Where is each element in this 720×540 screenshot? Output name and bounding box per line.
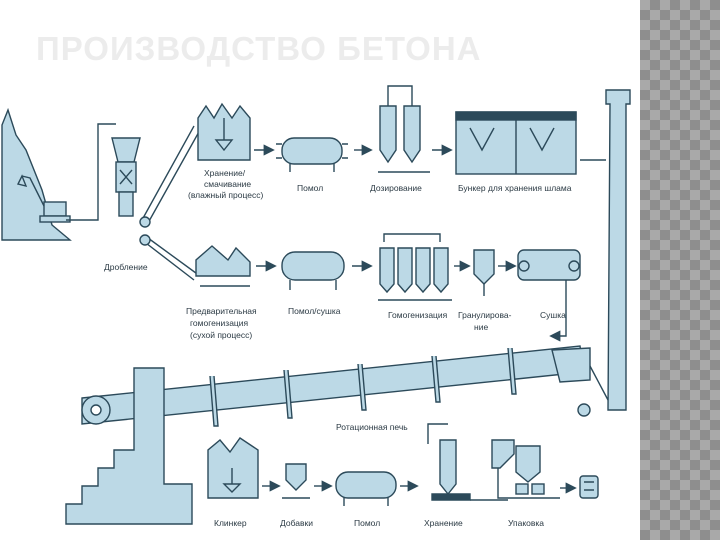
label-prehomogenization-3: (сухой процесс) (190, 330, 252, 340)
wet-storage-icon (197, 102, 251, 161)
label-grinding-2: Помол (354, 518, 380, 528)
homogenization-silos-icon (378, 233, 452, 301)
label-grinding: Помол (297, 183, 323, 193)
prehomogenization-icon (195, 245, 251, 287)
cement-mill-icon (335, 471, 397, 506)
label-dosing: Дозирование (370, 183, 422, 193)
label-drying: Сушка (540, 310, 566, 320)
label-rotary-kiln: Ротационная печь (336, 422, 408, 432)
additives-hopper-icon (282, 463, 310, 499)
label-additives: Добавки (280, 518, 313, 528)
preheater-stairs (65, 367, 193, 525)
branch-conveyor (139, 125, 201, 281)
label-granulation: Гранулирова- (458, 310, 512, 320)
dryer-icon (517, 249, 581, 281)
label-crushing: Дробление (104, 262, 148, 272)
label-prehomogenization: Предварительная (186, 306, 257, 316)
grinding-drying-mill-icon (281, 251, 345, 290)
label-storage-wet-2: смачивание (204, 179, 251, 189)
truck-drum-icon (579, 475, 599, 499)
label-packing: Упаковка (508, 518, 544, 528)
quarry (1, 107, 72, 241)
slurry-bunker-icon (455, 111, 577, 175)
rotary-kiln (81, 345, 609, 425)
label-homogenization: Гомогенизация (388, 310, 448, 320)
label-grinding-drying: Помол/сушка (288, 306, 341, 316)
packing-plant-icon (491, 439, 560, 499)
granulator-icon (473, 249, 495, 296)
crusher-icon (111, 137, 141, 217)
slide-title: ПРОИЗВОДСТВО БЕТОНА (36, 30, 482, 67)
cement-silo-icon (431, 439, 471, 501)
label-granulation-2: ние (474, 322, 488, 332)
excavator-icon (16, 174, 71, 223)
ball-mill-icon (276, 137, 348, 172)
label-prehomogenization-2: гомогенизация (190, 318, 249, 328)
label-clinker: Клинкер (214, 518, 247, 528)
dosing-silos-icon (378, 85, 430, 173)
label-storage-wet-3: (влажный процесс) (188, 190, 263, 200)
chimney-icon (605, 89, 631, 411)
cement-production-diagram: Дробление Хранение/ смачивание (влажный … (1, 85, 631, 528)
label-slurry-bunker: Бункер для хранения шлама (458, 183, 572, 193)
label-storage: Хранение (424, 518, 463, 528)
kiln-supports (209, 347, 517, 427)
decorative-side-strip (640, 0, 720, 540)
label-storage-wet: Хранение/ (204, 168, 246, 178)
clinker-storage-icon (207, 437, 259, 499)
